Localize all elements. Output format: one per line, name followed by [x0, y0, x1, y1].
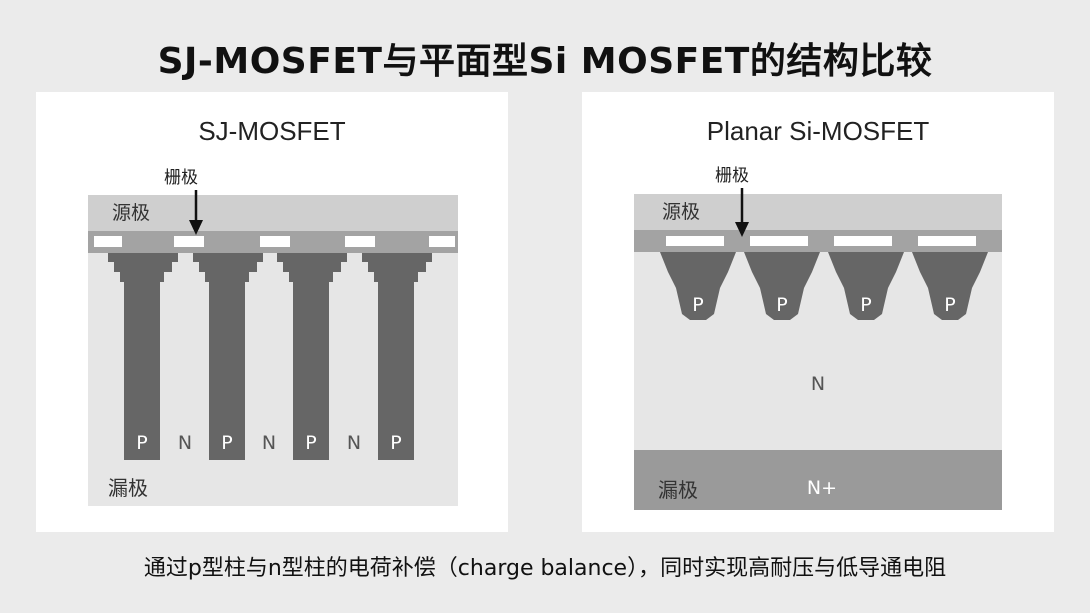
planar-p-well [828, 252, 904, 320]
sj-mosfet-panel: SJ-MOSFET 栅极 源极 漏极 P N P N P N P [36, 92, 508, 532]
planar-gate-electrode [750, 236, 808, 246]
sj-column-label-n: N [262, 432, 276, 454]
planar-p-well [660, 252, 736, 320]
sj-column-label-n: N [347, 432, 361, 454]
sj-source-label: 源极 [112, 202, 150, 224]
planar-n-label: N [811, 373, 825, 395]
planar-n-plus-substrate [634, 450, 1002, 510]
sj-p-column [108, 253, 178, 460]
planar-p-label: P [776, 294, 787, 316]
sj-drain-label: 漏极 [108, 476, 148, 500]
planar-p-well [744, 252, 820, 320]
planar-drain-label: 漏极 [658, 478, 698, 502]
planar-gate-electrode [666, 236, 724, 246]
sj-gate-arrowhead-icon [189, 220, 203, 235]
planar-mosfet-diagram: 栅极 源极 P P P P N N+ 漏极 [634, 166, 1002, 510]
planar-p-label: P [944, 294, 955, 316]
sj-column-label-p: P [390, 432, 401, 454]
sj-gate-electrode [429, 236, 455, 247]
sj-gate-label: 栅极 [164, 168, 198, 188]
sj-gate-electrode [345, 236, 375, 247]
planar-n-plus-label: N+ [807, 477, 837, 499]
caption: 通过p型柱与n型柱的电荷补偿（charge balance），同时实现高耐压与低… [143, 556, 947, 581]
planar-gate-electrode [918, 236, 976, 246]
planar-source-layer [634, 194, 1002, 230]
sj-column-label-p: P [305, 432, 316, 454]
sj-column-label-p: P [221, 432, 232, 454]
planar-mosfet-title: Planar Si-MOSFET [706, 116, 930, 146]
planar-source-label: 源极 [662, 201, 700, 223]
sj-column-label-n: N [178, 432, 192, 454]
planar-gate-arrowhead-icon [735, 222, 749, 237]
page-title: SJ-MOSFET与平面型Si MOSFET的结构比较 [157, 41, 933, 82]
sj-source-layer [88, 195, 458, 231]
planar-gate-label: 栅极 [715, 166, 749, 186]
sj-mosfet-title: SJ-MOSFET [198, 116, 346, 146]
sj-p-column [362, 253, 432, 460]
planar-p-well [912, 252, 988, 320]
planar-p-label: P [692, 294, 703, 316]
sj-p-column [193, 253, 263, 460]
planar-mosfet-panel: Planar Si-MOSFET 栅极 源极 P P P P N N+ 漏极 [582, 92, 1054, 532]
sj-gate-electrode [260, 236, 290, 247]
planar-gate-electrode [834, 236, 892, 246]
sj-column-label-p: P [136, 432, 147, 454]
sj-gate-electrode [94, 236, 122, 247]
sj-gate-electrode [174, 236, 204, 247]
planar-gate-oxide-band [634, 230, 1002, 252]
sj-mosfet-diagram: 栅极 源极 漏极 P N P N P N P [88, 168, 458, 506]
sj-p-column [277, 253, 347, 460]
planar-p-label: P [860, 294, 871, 316]
